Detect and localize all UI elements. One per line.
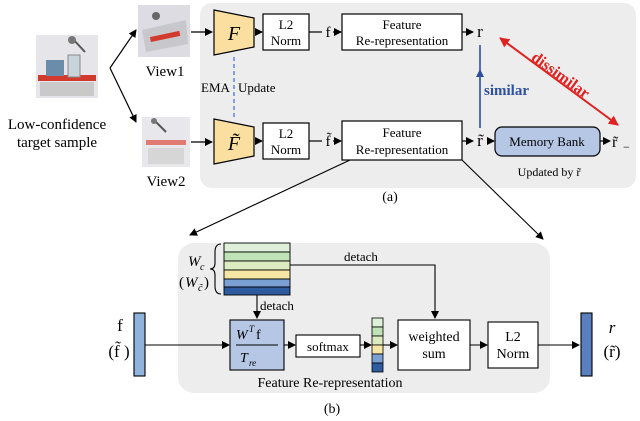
softmax-label: softmax [307, 339, 349, 354]
panel-b-title: Feature Re-representation [258, 376, 403, 391]
l2-norm-b-line2: Norm [497, 347, 530, 362]
mult-sup: T [249, 324, 255, 334]
softmax-box [295, 334, 361, 358]
output-vector [580, 312, 593, 377]
feature-symbol-top: f [326, 25, 331, 41]
attention-vector [371, 317, 384, 373]
sample-label-line2: target sample [17, 135, 97, 151]
arrow-to-view1 [109, 29, 137, 69]
zoom-line-right [461, 159, 544, 240]
detach-top-line [290, 264, 439, 319]
output-symbol: r [609, 318, 616, 337]
l2-norm-top-line2: Norm [271, 33, 301, 48]
weight-ema-close: ) [204, 275, 209, 291]
memory-bank-label: Memory Bank [509, 134, 585, 149]
mult-f: f [256, 328, 261, 343]
zoom-line-left [189, 159, 351, 236]
l2-norm-top [262, 13, 310, 51]
ema-label: EMA [201, 80, 231, 95]
l2-norm-b [487, 321, 539, 369]
weighted-sum-line2: sum [422, 347, 445, 362]
output-symbol-bottom: r̃ [477, 131, 484, 150]
rerep-bottom-line1: Feature [383, 125, 422, 140]
ema-encoder-block [213, 118, 255, 165]
l2-norm-bottom [262, 122, 310, 160]
sample-label-line1: Low-confidence [8, 117, 107, 133]
ema-encoder-symbol: F̃ [227, 132, 241, 155]
detach-top-label: detach [344, 249, 378, 264]
encoder-block [213, 9, 255, 56]
update-label: Update [238, 80, 276, 95]
rerep-box-bottom [341, 120, 463, 161]
mult-bottom: T [240, 351, 249, 366]
view1-image [138, 5, 190, 57]
l2-norm-b-line1: L2 [505, 330, 521, 345]
mult-top: W [236, 328, 249, 343]
rerep-top-line2: Re-representation [356, 33, 449, 48]
weighted-sum-line1: weighted [408, 330, 459, 345]
weight-ema-sub: c̃ [198, 283, 203, 294]
l2-norm-bottom-line1: L2 [279, 126, 293, 141]
input-symbol: f [117, 316, 123, 335]
weight-brace [209, 243, 222, 295]
target-sample-image [36, 35, 98, 98]
weight-symbol: W [188, 254, 202, 270]
input-vector [133, 312, 146, 377]
negative-symbol: r̃ [612, 134, 619, 151]
weight-ema-open: ( [179, 275, 184, 291]
weighted-sum-box [397, 319, 471, 371]
output-symbol-top: r [477, 22, 483, 41]
output-ema-symbol: (r̃) [604, 342, 621, 361]
panel-a-caption: (a) [382, 190, 398, 205]
view2-label: View2 [146, 174, 185, 190]
updated-by-label: Updated by r̃ [518, 165, 581, 179]
weight-matrix [223, 242, 291, 296]
panel-b-caption: (b) [324, 402, 341, 417]
l2-norm-top-line1: L2 [279, 17, 293, 32]
mult-bottom-sub: re [249, 358, 256, 368]
l2-norm-bottom-line2: Norm [271, 142, 301, 157]
feature-symbol-bottom: f̃ [326, 132, 332, 150]
negative-sub: − [623, 140, 630, 154]
rerep-bottom-line2: Re-representation [356, 142, 449, 157]
input-ema-symbol: (f̃ ) [108, 342, 129, 361]
similar-label: similar [484, 83, 529, 99]
view1-label: View1 [145, 64, 184, 80]
view2-image [142, 117, 190, 167]
weight-ema-symbol: W [185, 275, 199, 291]
encoder-symbol: F [227, 23, 241, 45]
rerep-top-line1: Feature [383, 17, 422, 32]
weight-sub: c [200, 262, 205, 273]
dissimilar-link [499, 37, 619, 126]
arrow-to-view2 [109, 67, 137, 123]
detach-left-label: detach [260, 298, 294, 313]
